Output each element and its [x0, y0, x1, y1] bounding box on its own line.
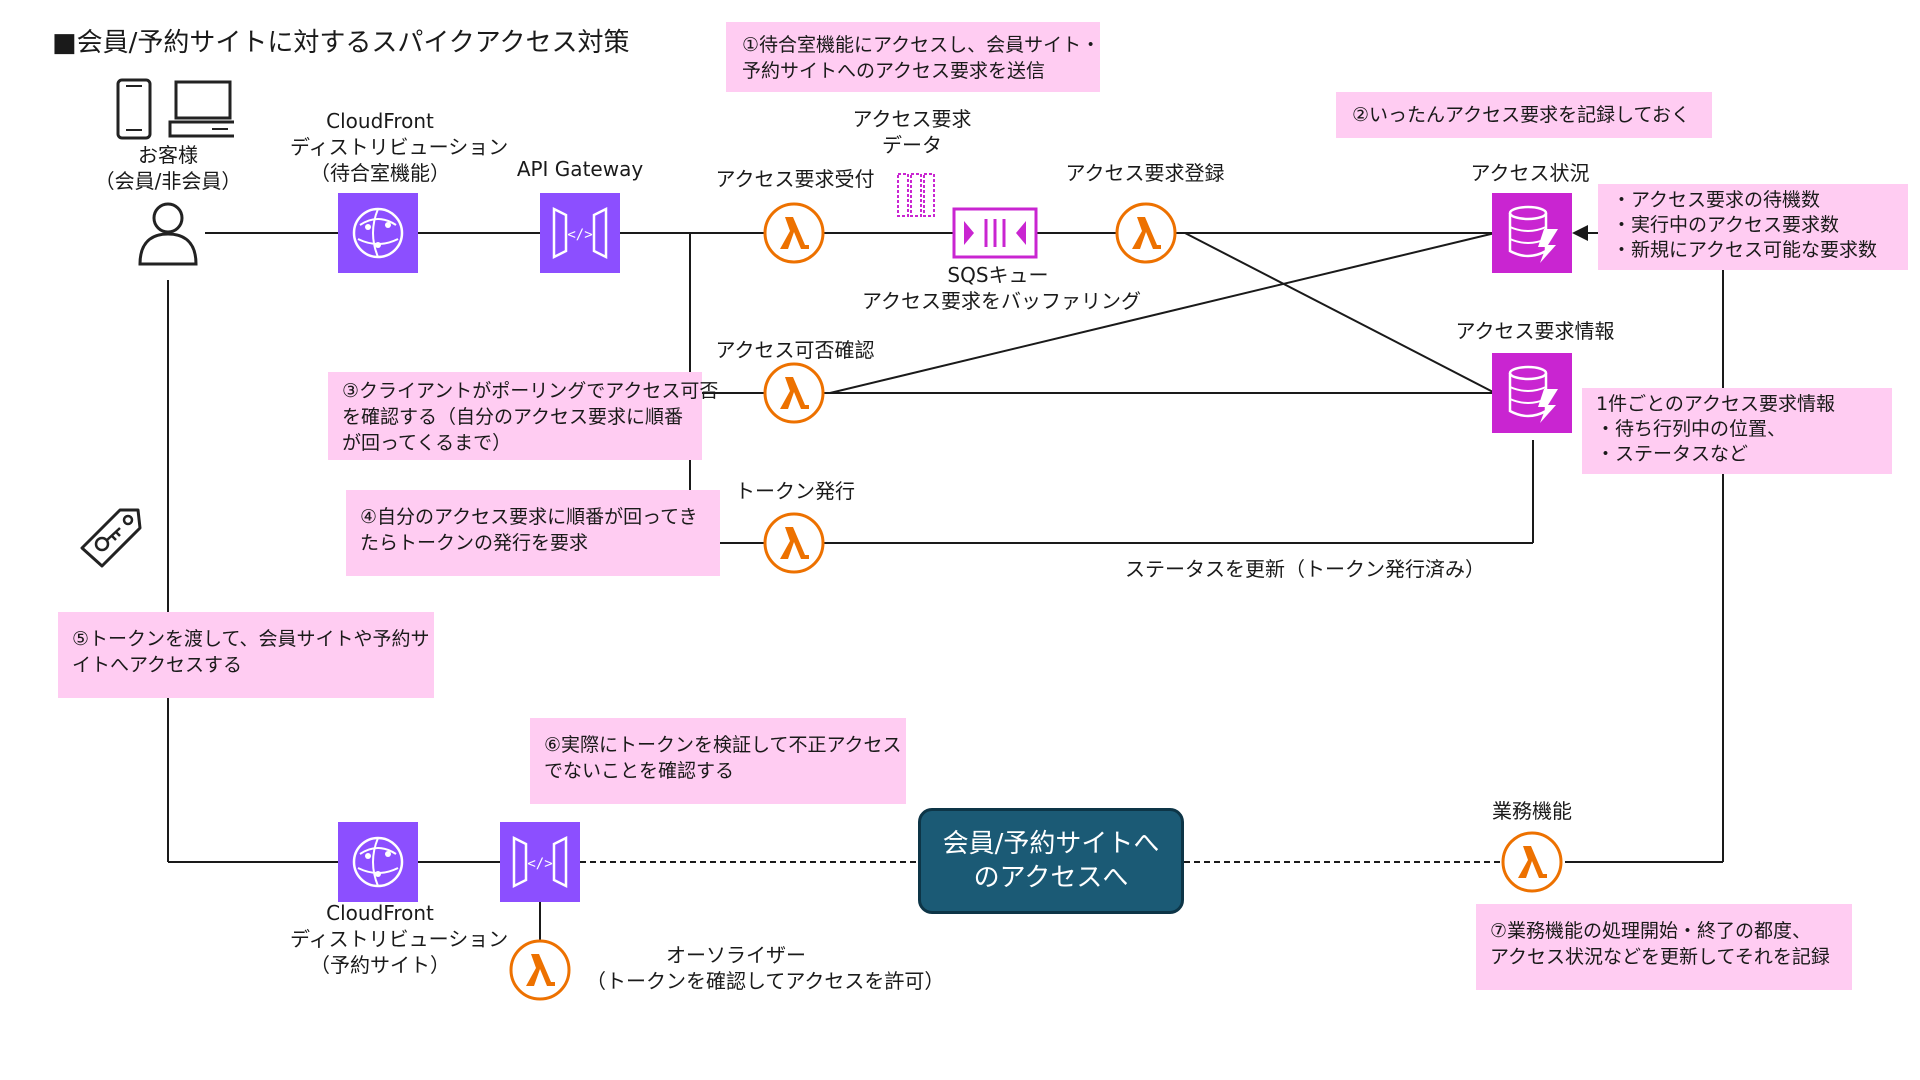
note-7: ⑦業務機能の処理開始・終了の都度、アクセス状況などを更新してそれを記録: [1476, 904, 1852, 990]
note-6: ⑥実際にトークンを検証して不正アクセスでないことを確認する: [530, 718, 906, 804]
lambda-accept-label: アクセス要求受付: [715, 167, 875, 191]
message-data-icon: [897, 173, 935, 217]
check-to-status-line: [829, 232, 1496, 394]
lambda-accept-icon: [763, 202, 825, 264]
dynamodb-info-icon: [1492, 353, 1572, 433]
lambda-token-icon: [763, 512, 825, 574]
status-list-note: ・アクセス要求の待機数・実行中のアクセス要求数・新規にアクセス可能な要求数: [1598, 184, 1908, 270]
cloudfront-icon: [338, 193, 418, 273]
user-icon: [138, 202, 198, 266]
note-1: ①待合室機能にアクセスし、会員サイト・予約サイトへのアクセス要求を送信: [726, 22, 1100, 92]
register-to-info-line: [1184, 232, 1496, 394]
db-info-label: アクセス要求情報: [1455, 319, 1615, 343]
status-arrow-head: [1572, 225, 1588, 241]
api-gateway-label: API Gateway: [516, 157, 644, 181]
business-label: 業務機能: [1492, 799, 1572, 823]
note-3: ③クライアントがポーリングでアクセス可否を確認する（自分のアクセス要求に順番が回…: [328, 372, 718, 460]
mobile-device-icon: [116, 78, 234, 140]
api-gateway-site-icon: </>: [500, 822, 580, 902]
sqs-label: SQSキューアクセス要求をバッファリング: [862, 263, 1141, 313]
note-5: ⑤トークンを渡して、会員サイトや予約サイトへアクセスする: [58, 612, 434, 698]
info-list-note: 1件ごとのアクセス要求情報・待ち行列中の位置、・ステータスなど: [1582, 388, 1892, 474]
lambda-authorizer-icon: [509, 939, 571, 1001]
note-4: ④自分のアクセス要求に順番が回ってきたらトークンの発行を要求: [346, 490, 720, 576]
request-data-label: アクセス要求データ: [852, 107, 972, 157]
svg-text:</>: </>: [567, 227, 592, 243]
lambda-check-label: アクセス可否確認: [715, 338, 875, 362]
api-gateway-icon: </>: [540, 193, 620, 273]
lambda-business-icon: [1501, 831, 1563, 893]
page-title: ■会員/予約サイトに対するスパイクアクセス対策: [52, 28, 630, 58]
note-2: ②いったんアクセス要求を記録しておく: [1336, 92, 1712, 138]
site-access-box: 会員/予約サイトへのアクセスへ: [918, 808, 1184, 914]
token-key-icon: [80, 508, 142, 568]
status-update-label: ステータスを更新（トークン発行済み）: [1125, 557, 1485, 581]
dynamodb-status-icon: [1492, 193, 1572, 273]
customer-label: お客様（会員/非会員）: [94, 143, 242, 193]
lambda-register-icon: [1115, 202, 1177, 264]
authorizer-label: オーソライザー（トークンを確認してアクセスを許可）: [586, 943, 945, 993]
lambda-token-label: トークン発行: [735, 479, 855, 503]
sqs-queue-icon: [952, 207, 1038, 259]
lambda-check-icon: [763, 362, 825, 424]
lambda-register-label: アクセス要求登録: [1065, 161, 1225, 185]
db-status-label: アクセス状況: [1470, 161, 1590, 185]
cloudfront-site-icon: [338, 822, 418, 902]
svg-text:</>: </>: [527, 856, 552, 872]
